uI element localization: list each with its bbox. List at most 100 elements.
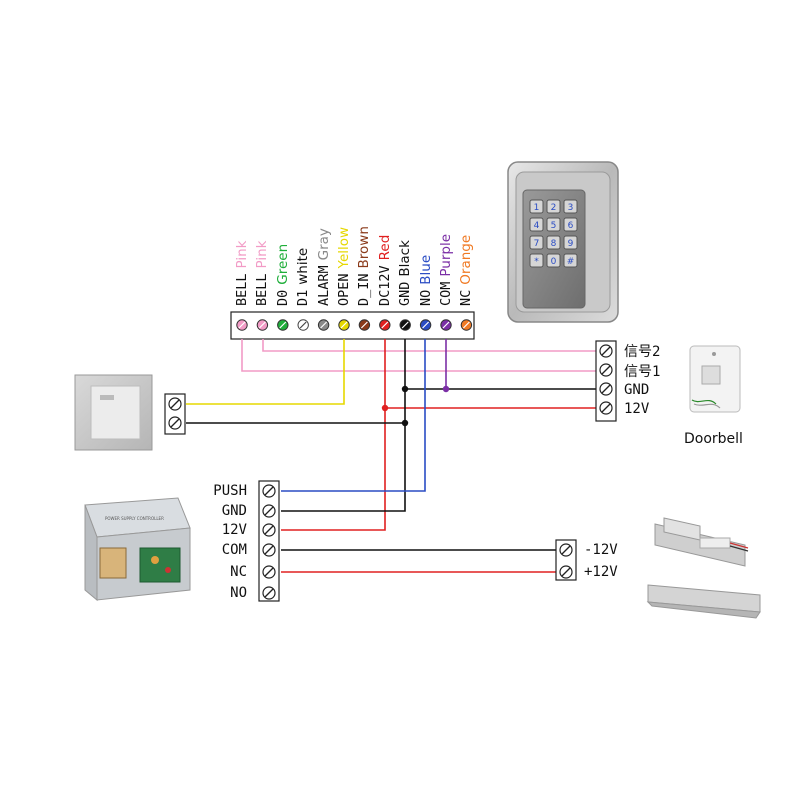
wire-label-1: BELL Pink <box>254 240 271 307</box>
doorbell-terminal-signal1: 信号1 <box>624 364 661 380</box>
wire-color-label: Pink <box>254 240 271 269</box>
lock-terminal-minus12v: -12V <box>584 542 618 558</box>
svg-text:2: 2 <box>551 203 557 213</box>
wire-terminal-name: NC <box>458 289 475 306</box>
wire-terminal-name: DC12V <box>376 265 393 306</box>
lock-terminal-plus12v: +12V <box>584 564 618 580</box>
terminal-screw-no-9 <box>419 319 432 331</box>
wire-label-10: COM Purple <box>438 233 454 306</box>
wire-terminal-name: D0 <box>274 289 291 306</box>
svg-text:7: 7 <box>534 239 540 249</box>
wire-color-label: Pink <box>234 240 250 269</box>
terminal-screw-nc-11 <box>460 319 473 331</box>
wire-gnd-to-psu <box>281 423 406 512</box>
svg-text:*: * <box>534 257 539 267</box>
wire-label-5: OPEN Yellow <box>336 226 352 306</box>
wire-bell-pink-1 <box>262 339 596 352</box>
svg-text:1: 1 <box>534 203 540 213</box>
psu-terminal-block <box>258 480 280 602</box>
wire-color-label: Gray <box>315 228 332 261</box>
doorbell-terminal-12v: 12V <box>624 401 650 417</box>
electric-lock-image <box>654 517 749 567</box>
doorbell-image <box>689 345 741 413</box>
psu-terminal-no: NO <box>230 585 247 601</box>
wire-color-label: Blue <box>417 254 434 285</box>
keypad-key: 4 <box>529 217 544 232</box>
terminal-screw-d1-3 <box>297 319 309 331</box>
keypad-key: 9 <box>563 235 578 250</box>
terminal-screw-bell-0 <box>236 319 248 331</box>
wire-gnd-black <box>404 339 596 390</box>
svg-text:0: 0 <box>551 257 557 267</box>
exit-button-terminal-block <box>164 393 186 435</box>
terminal-screw-dc12v-7 <box>379 319 391 331</box>
power-supply-label: POWER SUPPLY CONTROLLER <box>105 516 164 521</box>
wire-terminal-name: BELL <box>254 273 271 306</box>
terminal-screw-alarm-4 <box>317 319 330 331</box>
wire-color-label: Black <box>397 240 414 277</box>
keypad-key: 2 <box>546 199 561 214</box>
psu-terminal-12v: 12V <box>221 522 247 538</box>
keypad-key: 7 <box>529 235 544 250</box>
doorbell-caption: Doorbell <box>684 431 743 447</box>
svg-text:5: 5 <box>551 221 557 231</box>
keypad-key: 6 <box>563 217 578 232</box>
wire-label-11: NCOrange <box>458 235 475 306</box>
wire-terminal-name: COM <box>438 281 454 306</box>
keypad-key: 3 <box>563 199 578 214</box>
doorbell-terminal-block <box>595 340 617 422</box>
wire-terminal-name: BELL <box>234 273 250 306</box>
wire-color-label: Yellow <box>336 226 352 269</box>
lock-terminal-block <box>555 539 577 581</box>
psu-terminal-nc: NC <box>230 564 247 580</box>
wire-label-6: D_IN Brown <box>356 226 373 306</box>
keypad-key: 8 <box>546 235 561 250</box>
wire-no-blue <box>281 339 426 492</box>
svg-text:8: 8 <box>551 239 557 249</box>
wire-color-label: Red <box>376 234 393 261</box>
wire-color-label: Brown <box>356 226 373 269</box>
wire-terminal-name: ALARM <box>315 265 332 306</box>
terminal-screw-din-6 <box>358 319 371 331</box>
keypad-key: 0 <box>546 253 561 268</box>
terminal-screw-gnd-8 <box>399 319 411 331</box>
svg-text:3: 3 <box>568 203 574 213</box>
wire-terminal-name: GND <box>397 281 414 306</box>
exit-button-image <box>74 374 153 451</box>
svg-text:4: 4 <box>534 221 540 231</box>
doorbell-terminal-signal2: 信号2 <box>624 344 661 360</box>
terminal-screw-d0-2 <box>277 319 289 331</box>
wire-label-3: D1white <box>295 247 312 306</box>
wire-label-4: ALARM Gray <box>315 228 332 306</box>
keypad-key: # <box>563 253 578 268</box>
psu-terminal-push: PUSH <box>213 483 247 499</box>
wire-label-8: GND Black <box>397 240 414 306</box>
wire-dc12v-to-psu <box>281 408 386 531</box>
psu-terminal-gnd: GND <box>221 503 247 519</box>
wire-terminal-name: D_IN <box>356 273 373 306</box>
wire-label-9: NO Blue <box>417 254 434 306</box>
power-supply-image: POWER SUPPLY CONTROLLER <box>84 497 191 602</box>
doorbell-terminal-gnd: GND <box>624 382 650 398</box>
wire-gnd-to-button <box>186 389 406 424</box>
keypad-key: 1 <box>529 199 544 214</box>
wire-open-yellow <box>186 339 345 405</box>
wire-color-label: white <box>295 247 312 285</box>
wire-label-2: D0Green <box>274 244 291 306</box>
wire-color-label: Purple <box>438 233 454 277</box>
wire-dc12v-red <box>384 339 596 409</box>
main-terminal-strip <box>230 311 475 340</box>
svg-text:#: # <box>567 257 575 267</box>
svg-text:6: 6 <box>568 221 574 231</box>
wire-bell-pink-2 <box>241 339 596 372</box>
wire-terminal-name: OPEN <box>336 273 352 306</box>
wire-terminal-name: NO <box>417 289 434 306</box>
keypad-key: 5 <box>546 217 561 232</box>
terminal-screw-com-10 <box>440 319 452 331</box>
magnetic-lock-image <box>646 584 761 619</box>
terminal-screw-open-5 <box>338 319 350 331</box>
wire-paths <box>186 339 596 573</box>
